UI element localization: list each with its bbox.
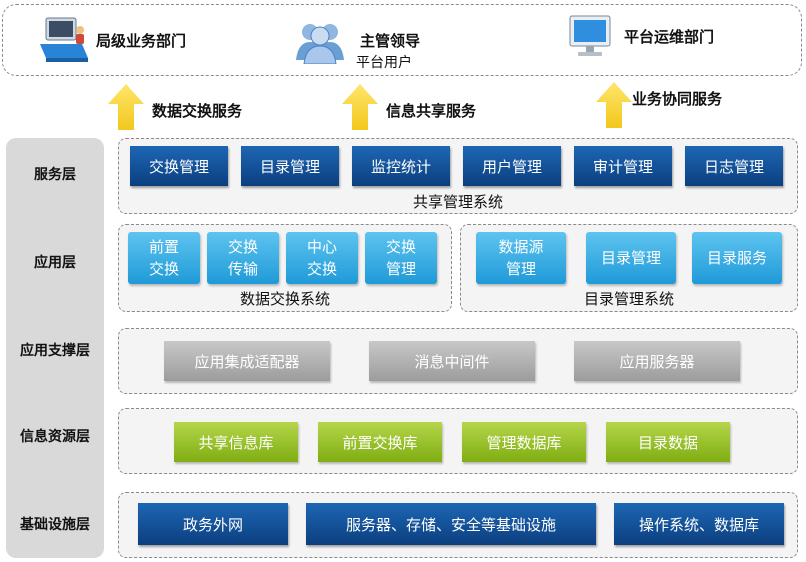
computer-user-icon xyxy=(36,14,92,66)
layer-column xyxy=(6,138,104,558)
arrow-label-share: 信息共享服务 xyxy=(386,102,477,120)
service-box: 监控统计 xyxy=(352,146,450,186)
support-box: 应用集成适配器 xyxy=(164,341,330,381)
data-exchange-system-label: 数据交换系统 xyxy=(239,290,330,308)
layer-label-support: 应用支撑层 xyxy=(20,343,90,359)
service-box: 目录管理 xyxy=(241,146,339,186)
monitor-icon xyxy=(566,14,616,60)
support-box: 消息中间件 xyxy=(369,341,535,381)
leader-label: 主管领导 xyxy=(360,32,421,50)
infra-box: 服务器、存储、安全等基础设施 xyxy=(306,503,596,545)
exchange-box: 前置 交换 xyxy=(128,232,200,284)
support-box: 应用服务器 xyxy=(574,341,740,381)
layer-label-infra: 基础设施层 xyxy=(20,517,90,533)
catalog-management-system-label: 目录管理系统 xyxy=(583,290,674,308)
user-bar xyxy=(2,4,802,76)
arrow-label-exchange: 数据交换服务 xyxy=(152,102,243,120)
resource-box: 前置交换库 xyxy=(318,422,442,462)
layer-label-application: 应用层 xyxy=(34,255,76,271)
layer-label-service: 服务层 xyxy=(34,167,76,183)
arrow-label-collab: 业务协同服务 xyxy=(632,90,723,108)
service-box: 审计管理 xyxy=(574,146,672,186)
exchange-box: 交换 传输 xyxy=(207,232,279,284)
resource-box: 管理数据库 xyxy=(462,422,586,462)
infra-box: 操作系统、数据库 xyxy=(614,503,784,545)
shared-management-system-label: 共享管理系统 xyxy=(412,193,503,211)
platform-user-label: 平台用户 xyxy=(356,55,412,71)
service-layer-panel xyxy=(118,138,798,214)
up-arrow-icon xyxy=(340,82,380,132)
bureau-label: 局级业务部门 xyxy=(96,32,187,50)
user-group-icon xyxy=(292,18,348,65)
ops-label: 平台运维部门 xyxy=(624,28,715,46)
up-arrow-icon xyxy=(106,82,146,132)
infra-box: 政务外网 xyxy=(138,503,288,545)
service-box: 交换管理 xyxy=(130,146,228,186)
catalog-box: 目录服务 xyxy=(692,232,782,284)
service-box: 日志管理 xyxy=(685,146,783,186)
exchange-box: 中心 交换 xyxy=(286,232,358,284)
service-box: 用户管理 xyxy=(463,146,561,186)
catalog-box: 数据源 管理 xyxy=(476,232,566,284)
layer-label-resource: 信息资源层 xyxy=(20,429,90,445)
exchange-box: 交换 管理 xyxy=(365,232,437,284)
catalog-box: 目录管理 xyxy=(586,232,676,284)
resource-box: 目录数据 xyxy=(606,422,730,462)
resource-box: 共享信息库 xyxy=(174,422,298,462)
up-arrow-icon xyxy=(594,80,634,130)
